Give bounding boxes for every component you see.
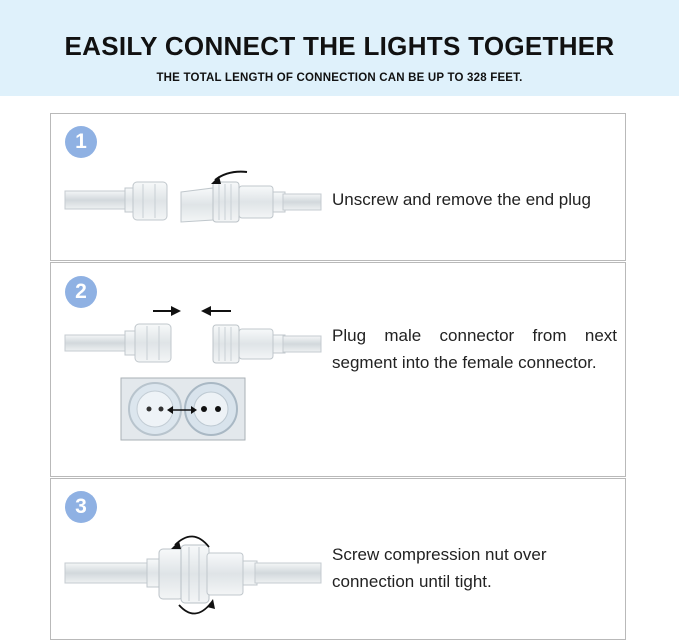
step-3-illustration xyxy=(64,535,322,615)
step-3-badge: 3 xyxy=(65,491,97,523)
header-banner: EASILY CONNECT THE LIGHTS TOGETHER THE T… xyxy=(0,0,679,96)
step-2-illustration xyxy=(64,306,322,441)
page-subtitle: THE TOTAL LENGTH OF CONNECTION CAN BE UP… xyxy=(156,72,523,84)
step-3-text: Screw compression nut over connection un… xyxy=(332,545,547,591)
step-1-text: Unscrew and remove the end plug xyxy=(332,190,591,209)
step-1-panel: 1 Unscrew and remove the xyxy=(50,113,626,261)
step-2-badge: 2 xyxy=(65,276,97,308)
page-title: EASILY CONNECT THE LIGHTS TOGETHER xyxy=(64,31,615,61)
step-1-illustration xyxy=(64,170,322,223)
step-2-panel: 2 Plug male connector from next segment … xyxy=(50,262,626,477)
step-2-text: Plug male connector from next segment in… xyxy=(332,326,617,372)
step-3-panel: 3 Screw compression nut over connection … xyxy=(50,478,626,640)
step-1-badge: 1 xyxy=(65,126,97,158)
